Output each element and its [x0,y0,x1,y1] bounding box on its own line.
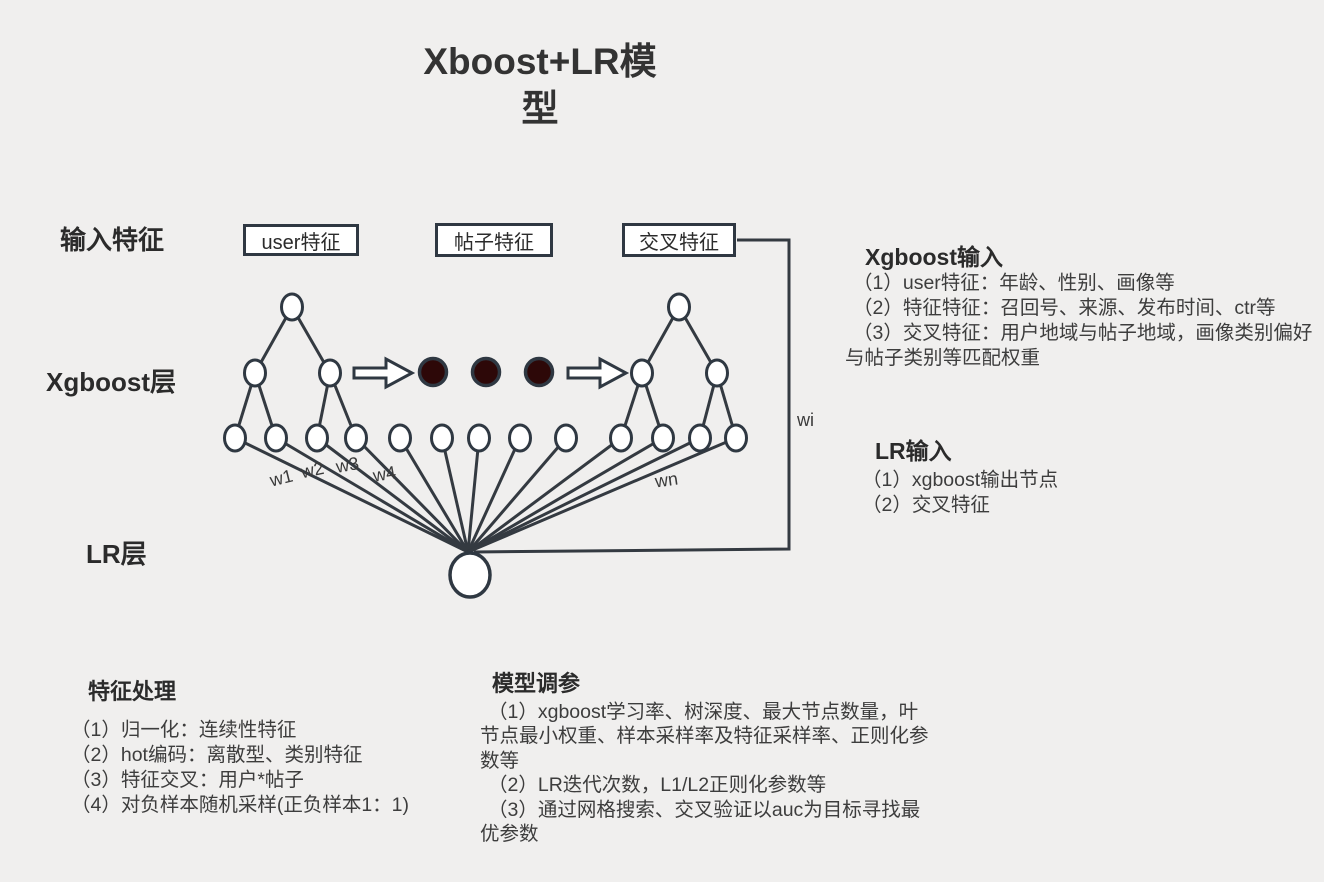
page-title-line1: Xboost+LR模 [423,41,657,82]
feature-box-user-label: user特征 [261,231,341,254]
weight-label-w3: w3 [334,453,361,477]
tree-leaf-node [554,423,578,453]
tree-leaf-node [264,423,288,453]
tree-leaf-node [344,423,368,453]
list-item: （3）交叉特征：用户地域与帖子地域，画像类别偏好与帖子类别等匹配权重 [845,322,1313,369]
model-tuning-list: （1）xgboost学习率、树深度、最大节点数量，叶节点最小权重、样本采样率及特… [480,700,934,846]
right-arrow-icon [566,356,630,390]
weight-label-wi: wi [797,410,814,430]
list-item: （1）user特征：年龄、性别、画像等 [853,272,1175,294]
lr-input-list: （1）xgboost输出节点 （2）交叉特征 [854,468,1274,518]
feature-box-post: 帖子特征 [435,223,553,257]
feature-processing-title: 特征处理 [88,679,177,704]
ellipsis-dot-icon [523,356,555,388]
xgboost-input-title: Xgboost输入 [865,244,1003,270]
tree-leaf-node [467,423,491,453]
lr-edge [275,436,469,554]
list-item: （1）xgboost学习率、树深度、最大节点数量，叶节点最小权重、样本采样率及特… [480,701,929,772]
lr-edge [440,437,470,553]
tree-node [667,292,691,322]
tree-leaf-node [388,423,412,453]
tree-leaf-node [508,423,532,453]
list-item: （2）特征特征：召回号、来源、发布时间、ctr等 [853,297,1276,319]
lr-edge [466,437,568,553]
list-item: （3）特征交叉：用户*帖子 [71,769,304,791]
tree-nodes [223,292,748,453]
tree-node [630,358,654,388]
lr-output-node [448,551,492,599]
tree-leaf-node [305,423,329,453]
feature-box-post-label: 帖子特征 [454,231,534,254]
tree-leaf-node [430,423,454,453]
model-tuning-title: 模型调参 [492,671,581,696]
list-item: （3）通过网格搜索、交叉验证以auc为目标寻找最优参数 [480,798,921,846]
lr-edge [467,436,664,554]
page-title-line2: 型 [521,88,559,130]
tree-leaf-node [609,423,633,453]
tree-node [280,292,304,322]
lr-edge [466,437,522,553]
feature-box-cross: 交叉特征 [622,223,736,257]
label-input-features: 输入特征 [60,225,165,255]
list-item: （1）归一化：连续性特征 [71,719,297,741]
weight-label-w4: w4 [371,462,398,486]
ellipsis-dot-icon [470,356,502,388]
tree-leaf-node [724,423,748,453]
lr-edge [467,436,701,554]
tree-node [705,358,729,388]
feature-box-cross-label: 交叉特征 [639,231,719,254]
right-arrow-icon [352,356,416,390]
list-item: （2）LR迭代次数，L1/L2正则化参数等 [488,774,827,797]
page-title: Xboost+LR模 型 [330,38,750,133]
lr-edge [316,436,469,554]
lr-edge [466,437,481,553]
tree-leaf-node [223,423,247,453]
lr-input-title: LR输入 [875,438,952,464]
feature-processing-list: （1）归一化：连续性特征 （2）hot编码：离散型、类别特征 （3）特征交叉：用… [63,718,483,818]
lr-edge [354,436,470,554]
list-item: （4）对负样本随机采样(正负样本1：1) [71,794,410,816]
tree-node [243,358,267,388]
tree-leaf-node [651,423,675,453]
cross-feature-to-lr-connector [473,238,791,554]
xgboost-input-list: （1）user特征：年龄、性别、画像等 （2）特征特征：召回号、来源、发布时间、… [845,271,1324,371]
feature-box-user: user特征 [243,224,359,256]
tree-node [318,358,342,388]
ellipsis-dot-icon [417,356,449,388]
ellipsis-dots [417,356,555,388]
tree-leaf-node [688,423,712,453]
lr-edge [398,437,470,553]
lr-edge [467,436,737,554]
weight-label-wn: wn [653,468,680,492]
list-item: （2）hot编码：离散型、类别特征 [71,744,363,766]
list-item: （1）xgboost输出节点 [862,469,1059,491]
lr-edge [467,436,622,554]
leaf-to-lr-edges [234,436,737,554]
label-lr-layer: LR层 [86,539,147,569]
lr-edge [234,436,469,554]
list-item: （2）交叉特征 [862,494,990,516]
label-xgboost-layer: Xgboost层 [46,367,176,397]
